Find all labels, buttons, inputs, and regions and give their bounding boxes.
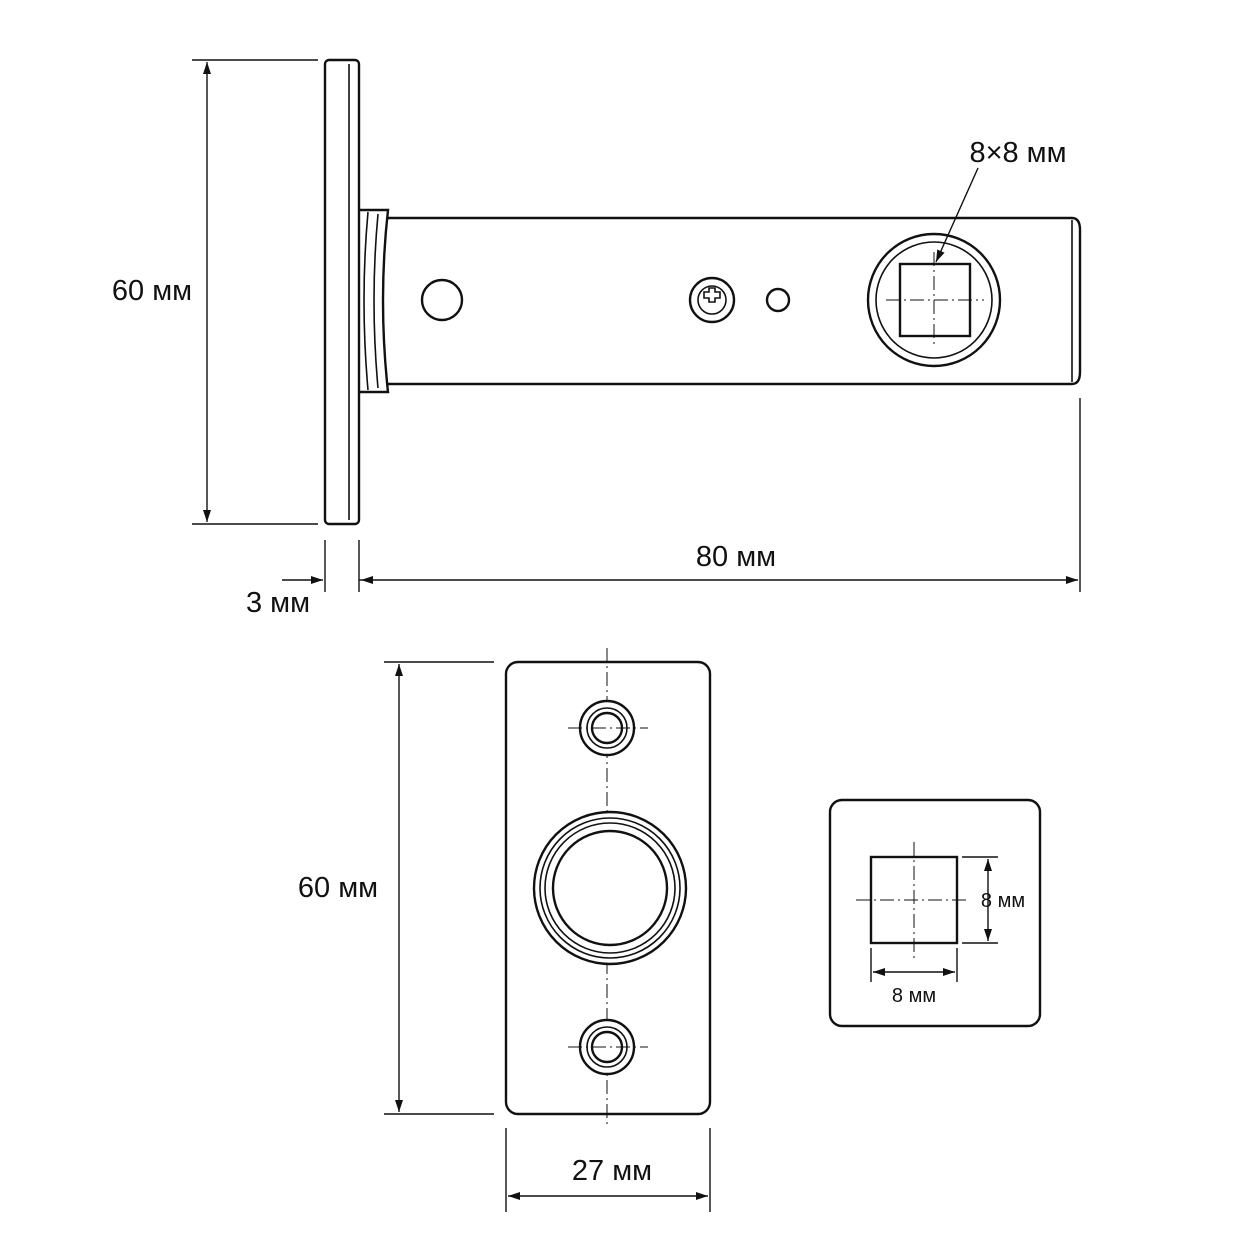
flange-height-label: 60 мм	[112, 275, 192, 307]
strike-width-dimension	[505, 1128, 711, 1212]
strike-height-dimension	[384, 661, 494, 1115]
strike-screw-hole-bottom	[568, 1018, 648, 1076]
latch-hole-small	[765, 287, 791, 313]
strike-width-label: 27 мм	[572, 1155, 652, 1187]
body-length-label: 80 мм	[696, 541, 776, 573]
spindle-size-label: 8×8 мм	[969, 137, 1066, 169]
square-width-label: 8 мм	[892, 985, 936, 1007]
square-height-dimension	[962, 856, 998, 944]
latch-side-view: 8×8 мм 60 мм 3 мм 80 мм	[112, 58, 1082, 619]
square-width-dimension	[870, 948, 958, 982]
spindle-hub	[866, 232, 1002, 368]
square-height-label: 8 мм	[981, 890, 1025, 912]
square-hole-detail: 8 мм 8 мм	[828, 798, 1042, 1028]
strike-height-label: 60 мм	[298, 872, 378, 904]
spindle-leader-line	[935, 167, 979, 263]
strike-plate-view: 60 мм 27 мм	[298, 648, 712, 1212]
screw-icon	[688, 276, 736, 324]
flange-plate	[323, 58, 361, 526]
flange-thickness-label: 3 мм	[246, 587, 310, 619]
latch-hole-left	[420, 278, 464, 322]
strike-bolt-opening	[532, 810, 688, 966]
flange-height-dimension	[192, 59, 318, 525]
strike-screw-hole-top	[568, 699, 648, 757]
